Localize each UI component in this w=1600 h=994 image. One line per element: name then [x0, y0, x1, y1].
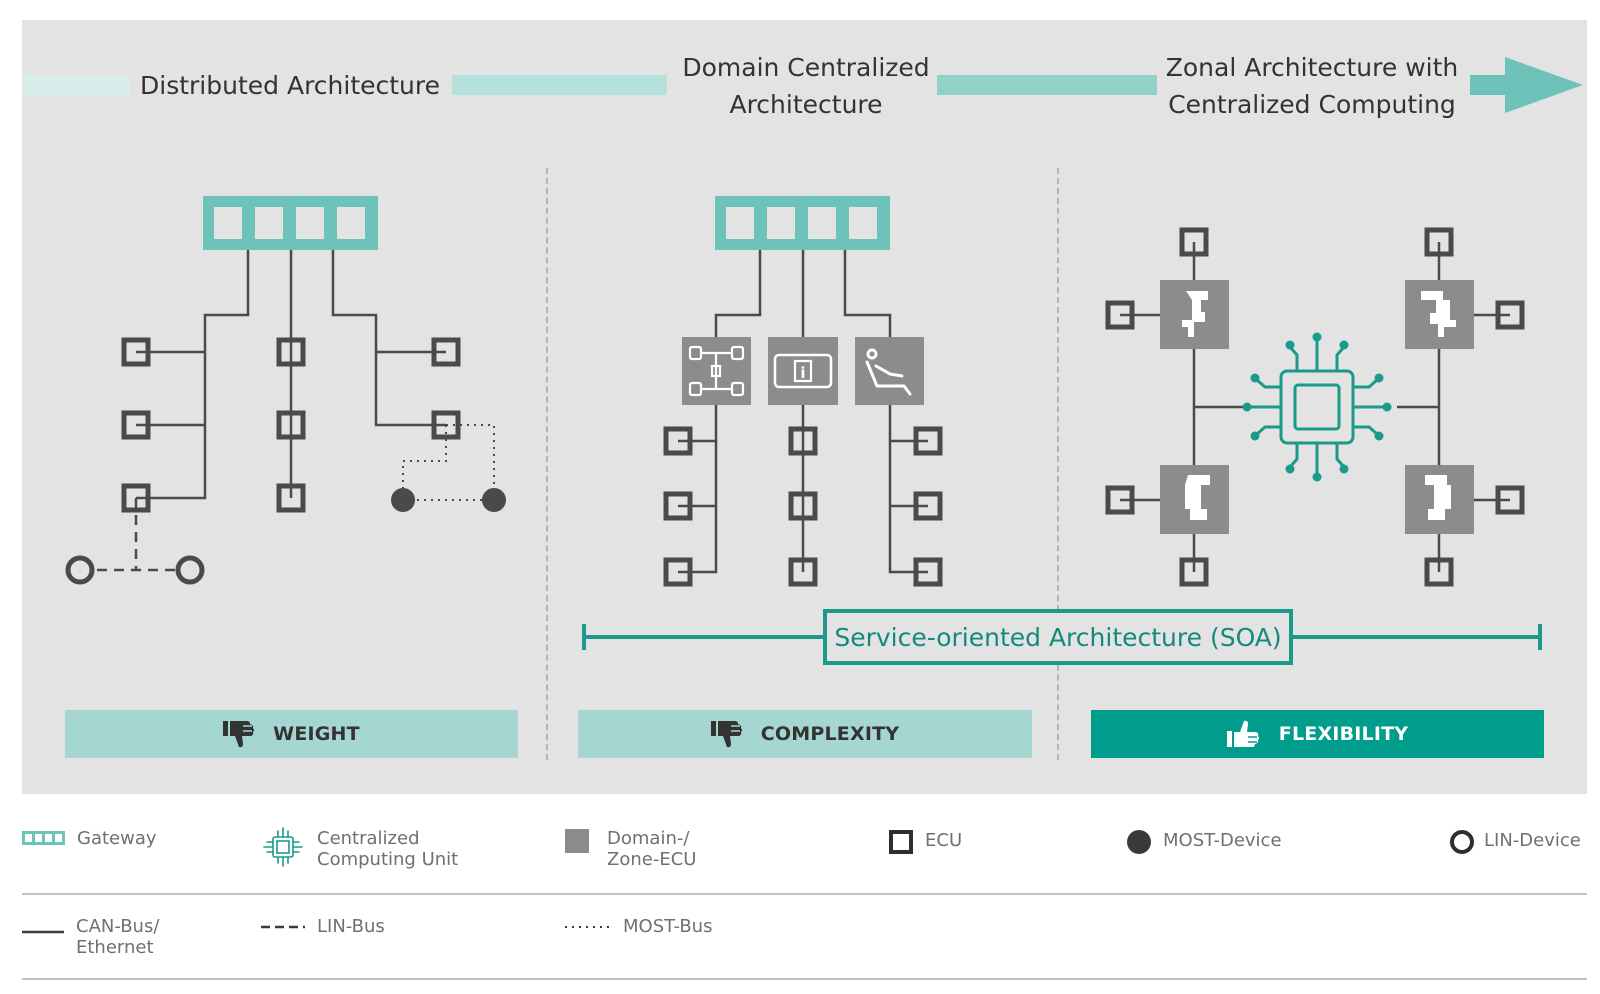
- legend-label-line: CAN-Bus/: [76, 916, 160, 937]
- legend-can-bus: CAN-Bus/ Ethernet: [22, 916, 159, 958]
- legend-label-line: Centralized: [317, 828, 420, 849]
- centralized-computing-unit-icon: [1242, 332, 1392, 482]
- stage-title-line: Architecture: [729, 90, 883, 119]
- progress-arrow-head: [1470, 57, 1583, 113]
- most-bus-line: [402, 424, 495, 501]
- domain-architecture-diagram: [678, 196, 928, 574]
- lin-bus-line: [80, 498, 190, 572]
- legend-label-line: Ethernet: [76, 937, 154, 958]
- ecu-icon: [889, 830, 913, 854]
- legend-bottom-rule: [22, 978, 1587, 980]
- stage-title-line: Centralized Computing: [1168, 90, 1456, 119]
- progress-bar-segment-2: [452, 75, 667, 95]
- legend-label: LIN-Bus: [317, 916, 385, 937]
- column-divider-1: [546, 168, 548, 760]
- column-divider-2: [1057, 168, 1059, 760]
- legend-label: MOST-Bus: [623, 916, 713, 937]
- legend-label-line: Domain-/: [607, 828, 690, 849]
- centralized-computing-unit-icon: [261, 825, 305, 869]
- gateway-icon: [203, 196, 378, 250]
- legend-centralized-computing-unit: Centralized Computing Unit: [261, 825, 458, 870]
- thumbs-down-icon: [710, 719, 743, 749]
- stage-title-line: Domain Centralized: [682, 53, 930, 82]
- legend-ecu: ECU: [889, 830, 962, 854]
- verdict-flexibility: FLEXIBILITY: [1091, 710, 1544, 758]
- domain-ecu-infotainment: i: [768, 337, 838, 405]
- legend-gateway: Gateway: [22, 828, 157, 849]
- distributed-architecture-diagram: [80, 196, 495, 572]
- domain-zone-ecu-icon: [565, 829, 589, 853]
- thumbs-down-icon: [223, 719, 255, 749]
- zone-ecu-front-left: [1160, 280, 1229, 349]
- zone-ecu-front-right: [1405, 280, 1474, 349]
- can-bus-line-icon: [22, 930, 64, 934]
- most-bus-line-icon: [565, 925, 611, 929]
- verdict-complexity: COMPLEXITY: [578, 710, 1032, 758]
- legend-most-device: MOST-Device: [1127, 830, 1282, 854]
- soa-label: Service-oriented Architecture (SOA): [834, 622, 1282, 652]
- zone-ecu-rear-right: [1405, 465, 1474, 534]
- stage-title-line: Distributed Architecture: [140, 71, 441, 100]
- lin-device-icon: [1450, 830, 1474, 854]
- legend-label: CAN-Bus/ Ethernet: [76, 916, 159, 958]
- stage-title-line: Zonal Architecture with: [1165, 53, 1459, 82]
- legend-lin-device: LIN-Device: [1450, 830, 1581, 854]
- stage-title-domain: Domain Centralized Architecture: [676, 49, 936, 123]
- domain-ecu-comfort: [855, 337, 924, 405]
- soa-label-box: Service-oriented Architecture (SOA): [823, 609, 1293, 665]
- most-device-icon: [391, 488, 415, 512]
- verdict-label: FLEXIBILITY: [1278, 723, 1409, 745]
- legend-separator: [22, 893, 1587, 895]
- domain-ecu-chassis: [682, 337, 751, 405]
- diagram-panel: [22, 20, 1587, 794]
- verdict-label: WEIGHT: [273, 723, 360, 745]
- gateway-icon: [22, 831, 65, 845]
- stage-title-zonal: Zonal Architecture with Centralized Comp…: [1162, 49, 1462, 123]
- progress-bar-segment-1: [22, 75, 130, 95]
- legend-label: Gateway: [77, 828, 157, 849]
- verdict-weight: WEIGHT: [65, 710, 518, 758]
- legend-label: Centralized Computing Unit: [317, 828, 458, 870]
- stage-title-distributed: Distributed Architecture: [140, 67, 440, 104]
- legend-label-line: Zone-ECU: [607, 849, 697, 870]
- legend-label: Domain-/ Zone-ECU: [607, 828, 696, 870]
- zone-ecu-rear-left: [1160, 465, 1229, 534]
- gateway-icon: [715, 196, 890, 250]
- svg-text:i: i: [800, 364, 805, 382]
- legend-lin-bus: LIN-Bus: [261, 916, 385, 937]
- legend-domain-zone-ecu: Domain-/ Zone-ECU: [565, 828, 696, 870]
- lin-device-icon: [175, 555, 205, 585]
- legend-label: MOST-Device: [1163, 830, 1282, 851]
- lin-device-icon: [65, 555, 95, 585]
- progress-bar-segment-3: [937, 75, 1157, 95]
- legend-most-bus: MOST-Bus: [565, 916, 712, 937]
- most-device-icon: [482, 488, 506, 512]
- legend-label: LIN-Device: [1484, 830, 1581, 851]
- legend-label: ECU: [925, 830, 963, 851]
- verdict-label: COMPLEXITY: [760, 723, 900, 745]
- thumbs-up-icon: [1226, 718, 1261, 750]
- most-device-icon: [1127, 830, 1151, 854]
- lin-bus-line-icon: [261, 925, 305, 929]
- legend-label-line: Computing Unit: [317, 849, 459, 870]
